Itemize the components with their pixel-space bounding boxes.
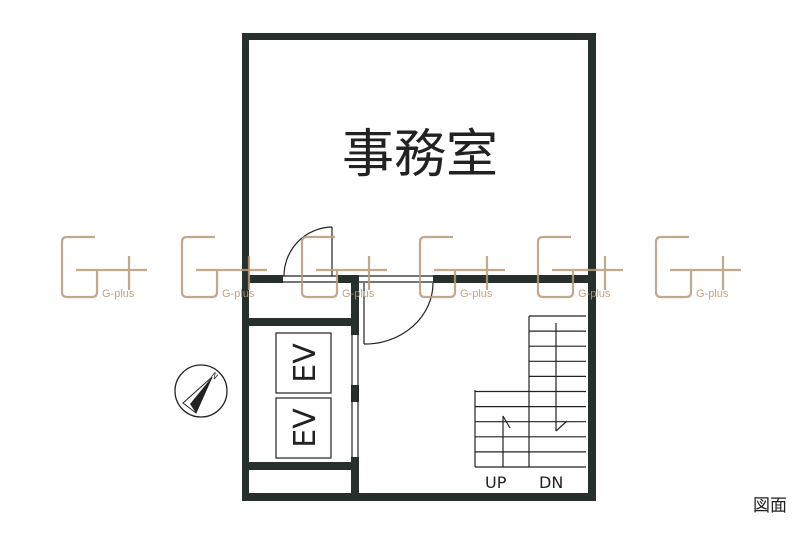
watermark-logo: G-plus bbox=[536, 235, 623, 300]
stairs-up-label: UP bbox=[485, 473, 507, 492]
watermark-text: G-plus bbox=[460, 288, 493, 300]
elevator-label: EV bbox=[288, 408, 323, 448]
watermark-logo: G-plus bbox=[180, 235, 267, 300]
watermarks: G-plus G-plus G-plus G-plus G-plus G-plus bbox=[60, 235, 741, 300]
elevator-1: EV bbox=[275, 332, 332, 394]
watermark-text: G-plus bbox=[102, 288, 135, 300]
watermark-text: G-plus bbox=[696, 288, 729, 300]
outer-walls bbox=[242, 33, 596, 501]
caption: 図面 bbox=[753, 496, 787, 516]
watermark-logo: G-plus bbox=[300, 235, 387, 300]
door-upper bbox=[283, 226, 333, 277]
watermark-logo: G-plus bbox=[418, 235, 505, 300]
watermark-text: G-plus bbox=[342, 288, 375, 300]
watermark-text: G-plus bbox=[222, 288, 255, 300]
compass-north-label: N bbox=[209, 371, 219, 382]
stairs-down-label: DN bbox=[539, 473, 563, 492]
watermark-logo: G-plus bbox=[654, 235, 741, 300]
door-lower bbox=[363, 282, 434, 345]
interior-walls bbox=[249, 275, 588, 501]
elevator-2: EV bbox=[275, 397, 332, 459]
watermark-text: G-plus bbox=[578, 288, 611, 300]
staircase bbox=[474, 315, 586, 468]
watermark-logo: G-plus bbox=[60, 235, 147, 300]
compass-icon: N bbox=[174, 364, 228, 418]
room-label: 事務室 bbox=[342, 125, 498, 185]
elevator-label: EV bbox=[288, 343, 323, 383]
stair-arrows bbox=[502, 323, 568, 467]
openings bbox=[283, 275, 433, 457]
